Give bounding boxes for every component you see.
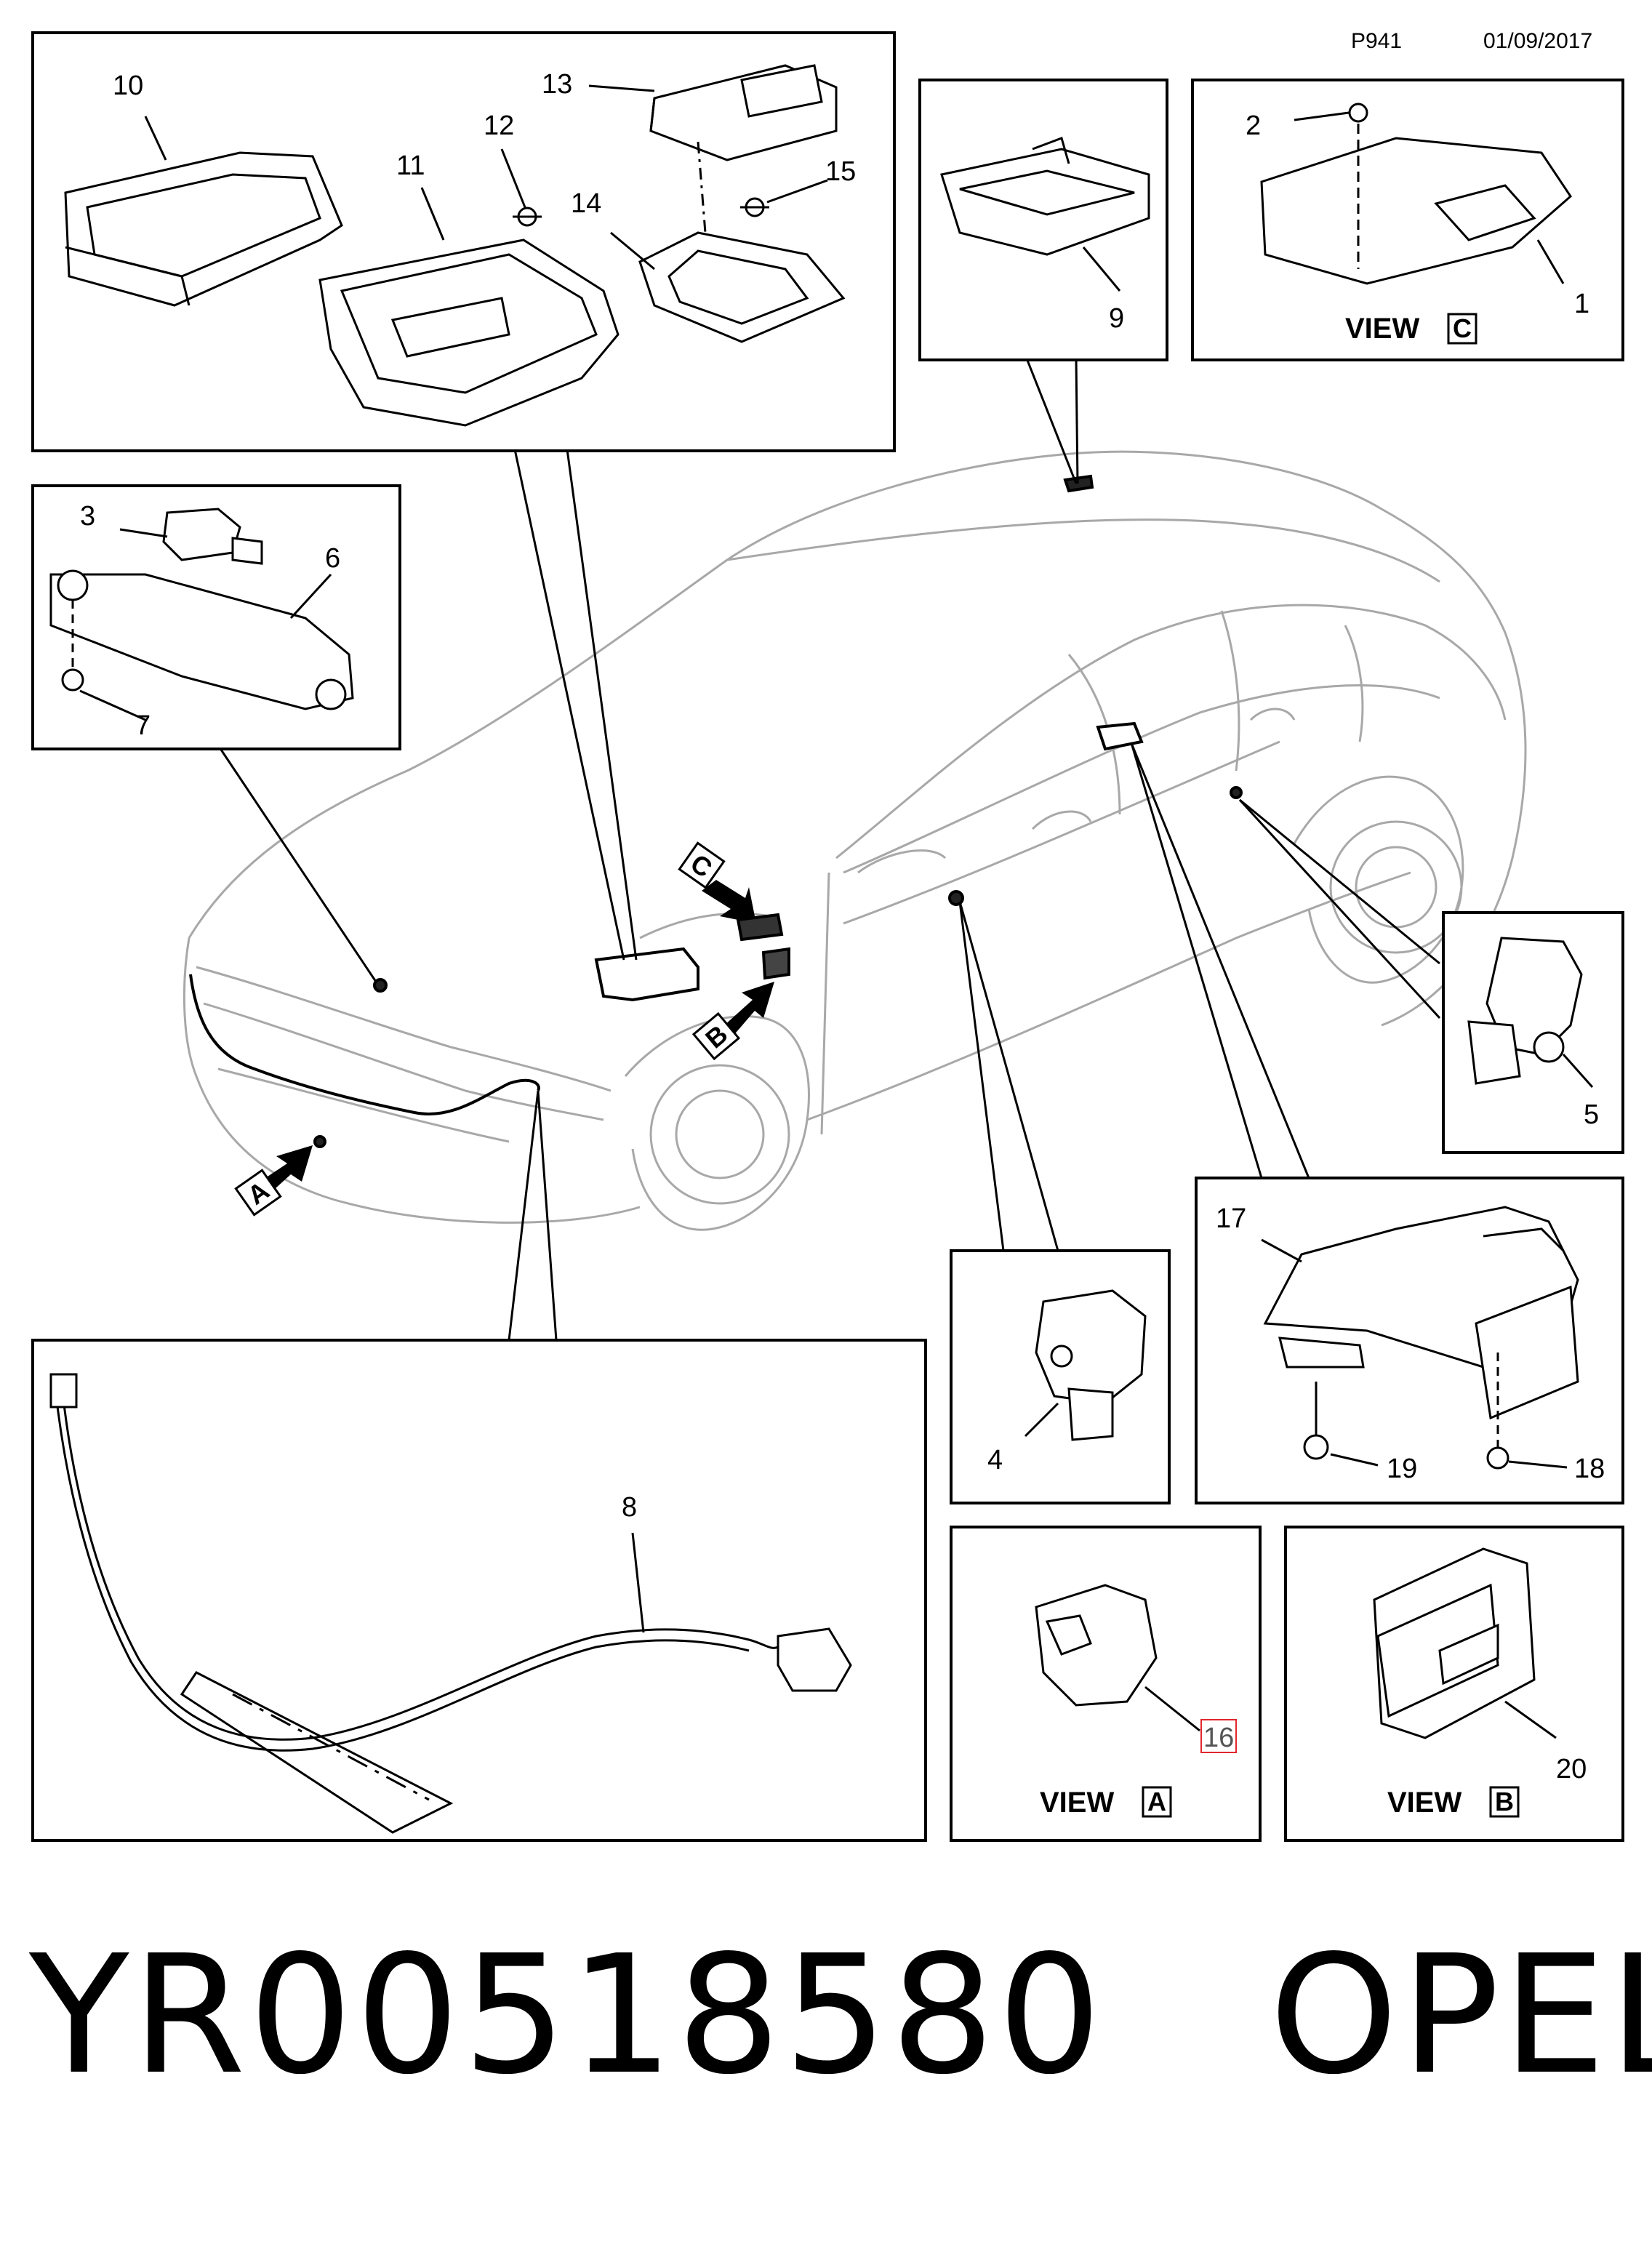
- callout-5: 5: [1584, 1099, 1599, 1130]
- callout-10: 10: [113, 71, 143, 101]
- view-b-word: VIEW: [1387, 1787, 1461, 1819]
- callout-2: 2: [1246, 111, 1261, 141]
- callout-16-box: [1200, 1719, 1237, 1753]
- callout-20: 20: [1556, 1754, 1587, 1784]
- callout-12: 12: [484, 111, 514, 141]
- view-a-drawing: [1035, 1584, 1200, 1732]
- part-number: YR00518580: [29, 1920, 1104, 2111]
- callout-1: 1: [1574, 289, 1589, 319]
- view-c-word: VIEW: [1345, 313, 1419, 345]
- callout-9: 9: [1109, 303, 1124, 334]
- view-a-word: VIEW: [1040, 1787, 1114, 1819]
- harness-8-drawing: [49, 1373, 852, 1834]
- callout-7: 7: [135, 710, 151, 741]
- ecu-group-leaders: [144, 84, 828, 271]
- view-b-letter-box: [1489, 1786, 1520, 1818]
- brand-name: OPEL: [1269, 1920, 1652, 2111]
- view-b-letter: B: [1495, 1787, 1514, 1816]
- view-b-drawing: [1373, 1547, 1557, 1739]
- callout-18: 18: [1574, 1454, 1605, 1484]
- callout-11: 11: [396, 151, 425, 181]
- arrow-a: A: [234, 1145, 313, 1217]
- callout-4: 4: [987, 1445, 1003, 1475]
- view-c-letter: C: [1453, 313, 1472, 343]
- view-a-letter: A: [1147, 1787, 1166, 1816]
- car-parts: [189, 474, 1243, 1148]
- footer-caption: YR00518580 OPEL: [29, 1934, 1652, 2098]
- callout-19: 19: [1387, 1454, 1417, 1484]
- diagram-code: P941: [1351, 29, 1403, 53]
- sensor-6-drawing: [49, 508, 354, 721]
- callout-17: 17: [1216, 1203, 1246, 1234]
- callout-6: 6: [325, 543, 340, 574]
- diagram-date: 01/09/2017: [1483, 29, 1593, 53]
- arrow-b: B: [691, 982, 774, 1061]
- callout-3: 3: [80, 501, 95, 532]
- callout-8: 8: [622, 1492, 637, 1523]
- part-5-drawing: [1467, 937, 1594, 1088]
- callout-14: 14: [571, 188, 601, 219]
- part-17-drawing: [1261, 1206, 1579, 1470]
- view-c-letter-box: [1447, 313, 1477, 345]
- view-c-drawing: [1260, 103, 1572, 285]
- callout-15: 15: [825, 156, 856, 187]
- part-4-drawing: [1024, 1289, 1147, 1441]
- callout-16: 16: [1203, 1723, 1234, 1753]
- ecu-group-parts: [64, 64, 846, 427]
- leader-lines: [217, 358, 1441, 1341]
- arrow-c: C: [678, 841, 756, 923]
- callout-13: 13: [542, 69, 572, 100]
- part-9-drawing: [940, 137, 1150, 292]
- parts-diagram: A B C: [31, 31, 1624, 1842]
- view-a-letter-box: [1142, 1786, 1172, 1818]
- panel-harness-8: [31, 1339, 927, 1842]
